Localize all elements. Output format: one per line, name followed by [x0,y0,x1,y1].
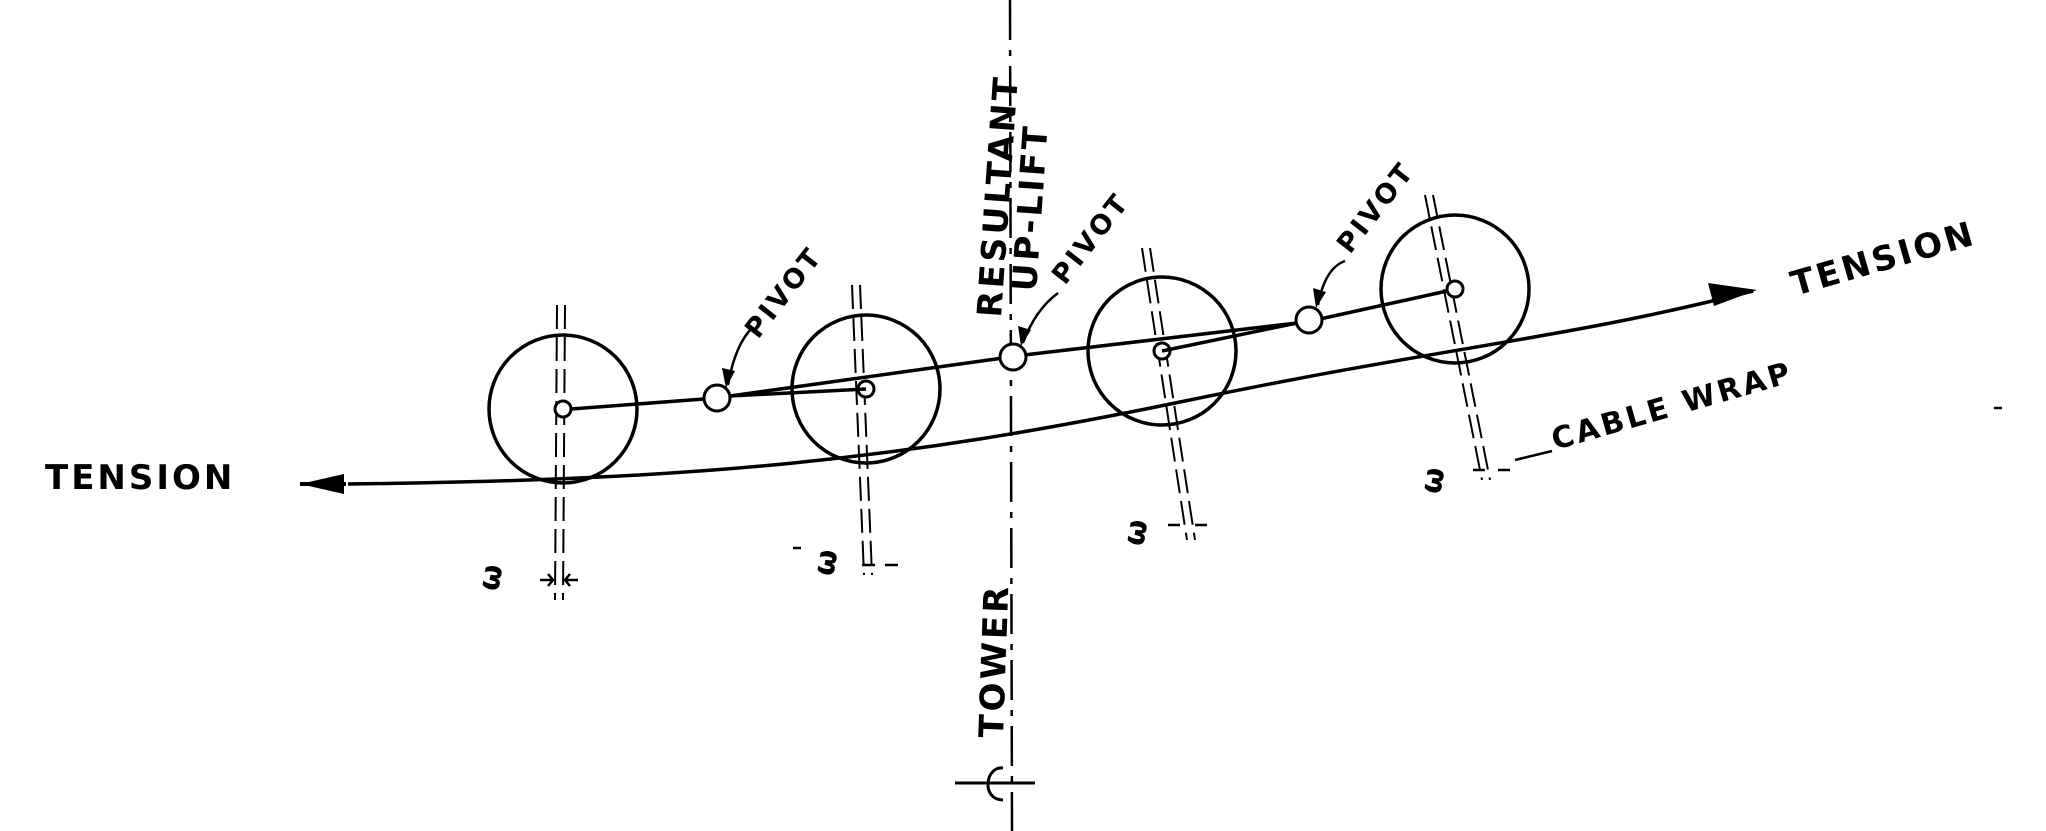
pivot-label-2: PIVOT [1046,187,1136,290]
pivot-leader-arrowhead-2 [1018,326,1031,346]
tension-arrowhead-left [300,474,344,494]
omega-symbol-4: ω [1413,462,1453,497]
cable-wrap-label: CABLE WRAP [1548,355,1798,457]
pivot-point-1 [702,383,732,413]
tower-label: TOWER [972,583,1017,738]
pivot-label-1: PIVOT [739,241,829,344]
pivot-point-3 [1294,305,1324,335]
roller-3 [1086,247,1238,541]
roller-2 [790,284,942,576]
pivot-point-2 [998,342,1028,372]
omega-symbol-1: ω [471,559,511,594]
centerline-icon [955,766,1035,802]
pivot-leader-arrowhead-1 [722,368,735,388]
omega-symbol-3: ω [1116,514,1156,549]
pivot-label-3: PIVOT [1331,156,1421,259]
cable-line [347,289,1754,486]
omega-symbol-2: ω [806,544,846,579]
wrap-angle-arrows [540,468,1510,587]
tension-arrowhead-right [1708,283,1757,306]
cable-wrap-leader [1514,449,1553,462]
linkage-bars [570,289,1448,411]
roller-4 [1379,194,1531,481]
tension-label-right: TENSION [1786,214,1980,305]
roller-1 [487,304,639,601]
pivot-leader-arrowhead-3 [1313,288,1326,308]
tension-label-left: TENSION [45,458,235,498]
tower-centerline [1008,0,1014,831]
